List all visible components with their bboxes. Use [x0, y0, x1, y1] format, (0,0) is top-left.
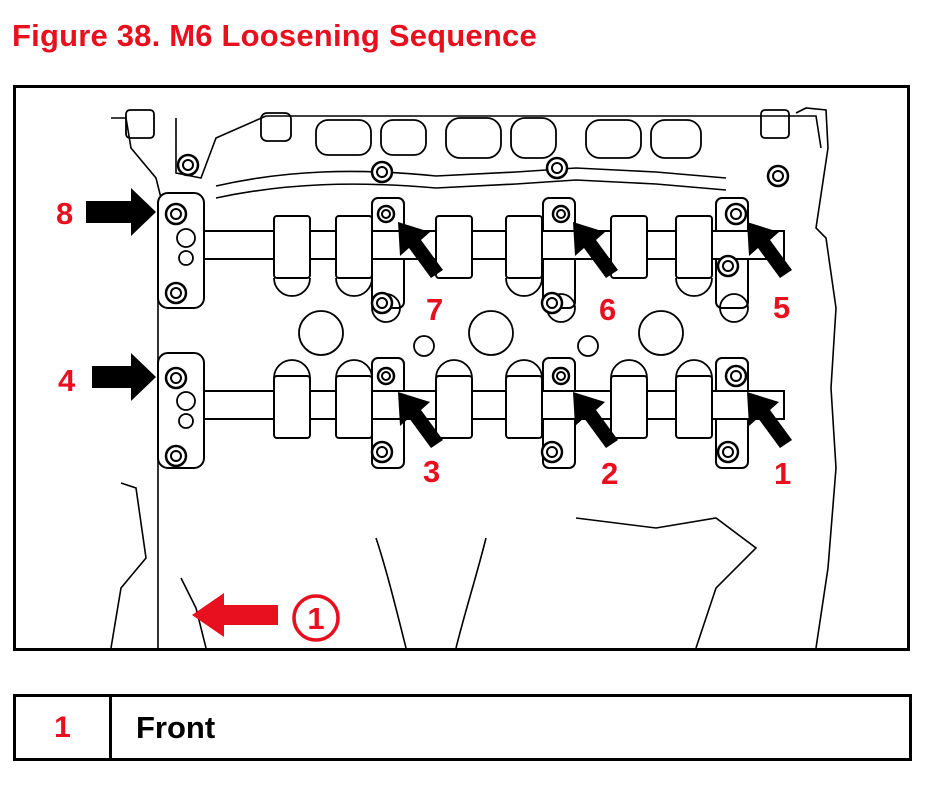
seq-label-4: 4 [58, 363, 76, 398]
bolt-2 [551, 366, 571, 386]
arrow-bolt-1 [747, 392, 792, 448]
callout-circle-icon [292, 594, 340, 642]
diagram-frame: 8 4 7 6 5 3 2 1 1 [13, 85, 910, 651]
seq-label-2: 2 [601, 456, 618, 491]
plug-bores [298, 293, 749, 357]
front-direction-arrow: 1 [192, 593, 340, 642]
cylinder-head-diagram: 8 4 7 6 5 3 2 1 1 [56, 107, 837, 648]
front-callout-number: 1 [307, 601, 324, 636]
red-left-arrow-icon [192, 593, 278, 637]
bolt-1 [724, 364, 748, 388]
arrow-bolt-4 [92, 353, 156, 401]
bolt-7 [376, 204, 396, 224]
arrow-bolt-2 [573, 392, 618, 448]
arrow-bolt-6 [573, 222, 618, 278]
arrow-bolt-3 [398, 392, 443, 448]
legend-table: 1 Front [13, 694, 912, 761]
sequence-labels: 8 4 7 6 5 3 2 1 [56, 196, 791, 491]
sequence-arrows [86, 188, 792, 448]
bolt-5 [724, 202, 748, 226]
seq-label-8: 8 [56, 196, 73, 231]
bolt-3 [376, 366, 396, 386]
camshafts [203, 215, 785, 439]
legend-number: 1 [16, 697, 112, 758]
seq-label-6: 6 [599, 292, 616, 327]
cam-journal-arcs [273, 277, 713, 379]
perimeter-bolts [164, 153, 790, 468]
legend-description: Front [136, 709, 216, 745]
bolt-6 [551, 204, 571, 224]
arrow-bolt-7 [398, 222, 443, 278]
seq-label-1: 1 [774, 456, 791, 491]
intake-ports [125, 109, 790, 159]
bolt-4 [164, 366, 188, 390]
seq-label-7: 7 [426, 292, 443, 327]
arrow-bolt-8 [86, 188, 156, 236]
arrow-bolt-5 [747, 222, 792, 278]
seq-label-5: 5 [773, 290, 790, 325]
bolt-8 [164, 202, 188, 226]
figure-title: Figure 38. M6 Loosening Sequence [12, 18, 537, 53]
seq-label-3: 3 [423, 454, 440, 489]
